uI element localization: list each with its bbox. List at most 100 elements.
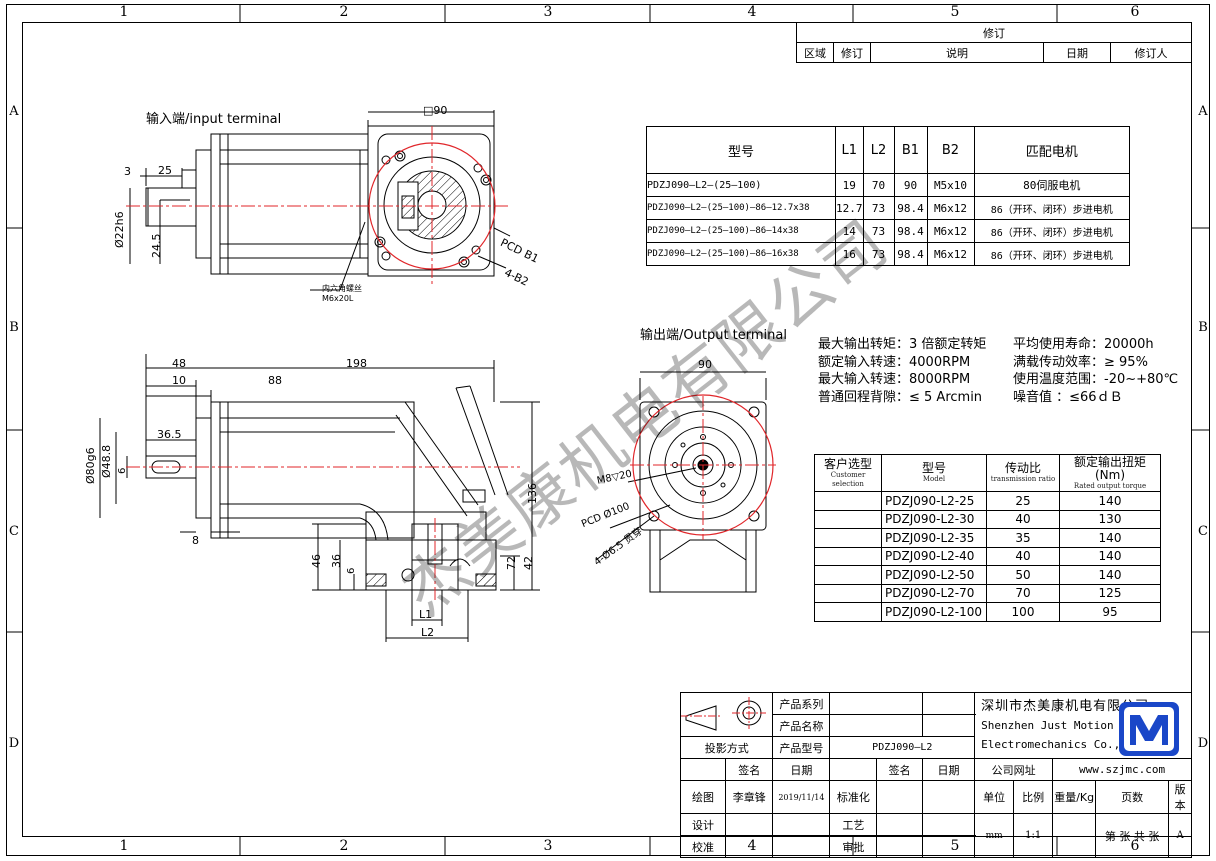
table-cell: PDZJ090—L2—(25—100) (646, 173, 836, 197)
table-cell (814, 583, 882, 603)
side-section-view (99, 354, 540, 642)
zone-col-6: 6 (1130, 4, 1140, 20)
zone-row-d: D (8, 736, 20, 751)
table-cell: 98.4 (893, 219, 928, 243)
dim-key-24-5: 24.5 (150, 233, 163, 259)
table-cell: PDZJ090-L2-70 (881, 583, 987, 603)
tb-unit-val: mm (974, 813, 1015, 858)
tb-pages-val: 第 张 共 张 (1095, 813, 1170, 858)
spec-life: 平均使用寿命：20000h (1013, 337, 1154, 352)
tb-date-2: 日期 (921, 758, 976, 781)
table-cell: M5x10 (926, 173, 975, 197)
drawing-frame (22, 22, 1192, 837)
dim-header-b1: B1 (893, 126, 928, 174)
table-cell: 73 (862, 219, 895, 243)
table-row: PDZJ090—L2—(25—100)—86—14x38 14 73 98.4 … (646, 219, 1130, 243)
table-cell: 140 (1059, 491, 1161, 511)
tb-check: 校准 (680, 835, 726, 858)
dim-header-model: 型号 (646, 126, 836, 174)
sel-header-cn: 型号 (921, 461, 946, 475)
dim-header-l2: L2 (862, 126, 895, 174)
tb-weight: 重量/Kg (1052, 780, 1097, 814)
table-cell: 86（开环、闭环）步进电机 (973, 242, 1130, 266)
zone-col-1-bottom: 1 (119, 838, 129, 854)
dim-46: 46 (310, 554, 323, 568)
revision-header-reviser: 修订人 (1110, 42, 1192, 63)
tb-website-label: 公司网址 (974, 758, 1054, 781)
dim-l2: L2 (421, 626, 435, 639)
table-cell: 95 (1059, 602, 1161, 622)
table-cell: M6x12 (926, 219, 975, 243)
sel-header-cn: 额定输出扭矩(Nm) (1073, 454, 1146, 482)
tb-scale-val: 1:1 (1013, 813, 1054, 858)
tb-pages: 页数 (1095, 780, 1170, 814)
sel-header-en: transmission ratio (990, 475, 1056, 483)
dim-48: 48 (172, 357, 186, 370)
table-cell: 73 (862, 196, 895, 220)
dim-out-90: 90 (698, 358, 712, 371)
table-cell: 125 (1059, 583, 1161, 603)
zone-col-3-bottom: 3 (543, 838, 553, 854)
sel-header-cn: 客户选型 (823, 456, 872, 471)
dim-6: 6 (117, 467, 128, 474)
zone-row-c-right: C (1198, 524, 1208, 539)
dim-phi80g6: Ø80g6 (84, 447, 97, 484)
table-cell (814, 491, 882, 511)
zone-row-c: C (9, 524, 19, 539)
screw-note-line1: 内六角螺丝 (322, 284, 362, 293)
tb-sign-2: 签名 (876, 758, 923, 781)
sel-header-cn: 传动比 (1004, 461, 1041, 475)
table-cell: 35 (986, 528, 1060, 548)
table-cell: 19 (835, 173, 864, 197)
tb-standard: 标准化 (829, 780, 878, 814)
table-cell: 70 (862, 173, 895, 197)
spec-max-speed: 最大输入转速：8000RPM (818, 372, 971, 387)
tb-approve: 审批 (829, 835, 878, 858)
table-cell: 98.4 (893, 196, 928, 220)
table-cell: 50 (986, 565, 1060, 585)
table-cell: 140 (1059, 546, 1161, 566)
sel-header-en: Customer selection (830, 470, 866, 488)
table-cell: 40 (986, 546, 1060, 566)
tb-unit: 单位 (974, 780, 1015, 814)
tb-draw-date: 2019/11/14 (772, 780, 831, 814)
table-cell (814, 602, 882, 622)
table-cell: 70 (986, 583, 1060, 603)
spec-max-torque: 最大输出转矩：3 倍额定转矩 (818, 337, 987, 352)
sel-header-en: Rated output torque (1073, 481, 1147, 490)
tb-date: 日期 (772, 758, 831, 781)
sel-header-en: Model (922, 475, 946, 483)
table-cell: PDZJ090-L2-50 (881, 565, 987, 585)
table-cell: 100 (986, 602, 1060, 622)
dim-6b: 6 (346, 567, 357, 574)
company-logo-icon (1119, 702, 1179, 756)
table-cell (814, 528, 882, 548)
dim-8: 8 (192, 534, 199, 547)
sel-header-torque: 额定输出扭矩(Nm)Rated output torque (1059, 454, 1161, 492)
table-cell: M6x12 (926, 242, 975, 266)
dim-phi48-8: Ø48.8 (100, 444, 113, 478)
table-cell: 86（开环、闭环）步进电机 (973, 196, 1130, 220)
tb-website: www.szjmc.com (1052, 758, 1192, 781)
table-row: PDZJ090—L2—(25—100) 19 70 90 M5x10 80伺服电… (646, 173, 1130, 197)
tb-product-model: PDZJ090—L2 (829, 736, 975, 759)
tb-product-name: 产品名称 (772, 714, 831, 737)
zone-row-b-right: B (1198, 320, 1208, 335)
table-row: PDZJ090—L2—(25—100)—86—16x38 16 73 98.4 … (646, 242, 1130, 266)
table-cell: PDZJ090-L2-40 (881, 546, 987, 566)
table-cell: 140 (1059, 565, 1161, 585)
table-cell: 40 (986, 509, 1060, 529)
tb-sign: 签名 (724, 758, 774, 781)
zone-row-d-right: D (1197, 736, 1209, 751)
table-cell (814, 509, 882, 529)
screw-note-line2: M6x20L (322, 294, 354, 303)
table-cell: 16 (835, 242, 864, 266)
